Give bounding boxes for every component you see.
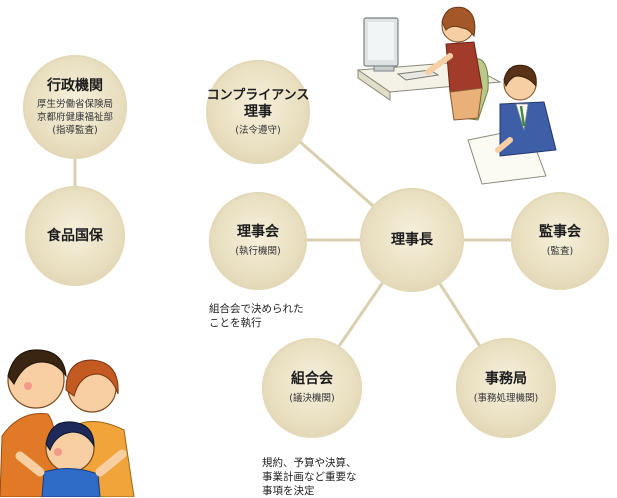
node-sub: (法令遵守): [235, 125, 281, 136]
family-illustration: [0, 349, 135, 497]
node-gyosei-kikan: 行政機関 厚生労働省保険局 京都府健康福祉部 (指導監査): [23, 55, 127, 159]
node-title: 理事会: [237, 224, 279, 240]
node-title: 事務局: [485, 371, 527, 387]
office-workers-illustration: [356, 6, 557, 185]
note-line-2: 事業計画など重要な: [262, 471, 357, 483]
node-sub: (議決機関): [289, 393, 335, 404]
node-sub: (執行機関): [235, 246, 281, 257]
node-compliance-riji: コンプライアンス 理事 (法令遵守): [206, 60, 310, 164]
node-title: 理事長: [391, 231, 433, 248]
node-sub: (監査): [546, 246, 574, 257]
node-kokuho: 食品国保: [25, 186, 125, 286]
node-title-1: コンプライアンス: [206, 88, 310, 103]
node-line-3: (指導監査): [52, 124, 98, 136]
node-title: 食品国保: [47, 227, 103, 244]
node-title-2: 理事: [244, 104, 272, 120]
node-kanjikai: 監事会 (監査): [511, 192, 609, 290]
node-title: 監事会: [539, 224, 581, 240]
node-title: 行政機関: [47, 77, 103, 94]
node-rijicho: 理事長: [360, 188, 464, 292]
node-line-1: 厚生労働省保険局: [36, 98, 113, 110]
node-rijikai: 理事会 (執行機関): [209, 192, 307, 290]
node-title: 組合会: [291, 371, 333, 387]
node-kumiaikai: 組合会 (議決機関): [262, 338, 362, 438]
rijikai-note: 組合会で決められた ことを執行: [209, 302, 304, 330]
note-line-2: ことを執行: [209, 317, 262, 329]
note-line-1: 組合会で決められた: [209, 303, 304, 315]
node-line-2: 京都府健康福祉部: [36, 111, 113, 123]
kumiaikai-note: 規約、予算や決算、 事業計画など重要な 事項を決定: [262, 456, 357, 498]
node-sub: (事務処理機関): [473, 393, 539, 404]
note-line-3: 事項を決定: [262, 485, 315, 497]
node-jimukyoku: 事務局 (事務処理機関): [456, 338, 556, 438]
note-line-1: 規約、予算や決算、: [262, 457, 357, 469]
